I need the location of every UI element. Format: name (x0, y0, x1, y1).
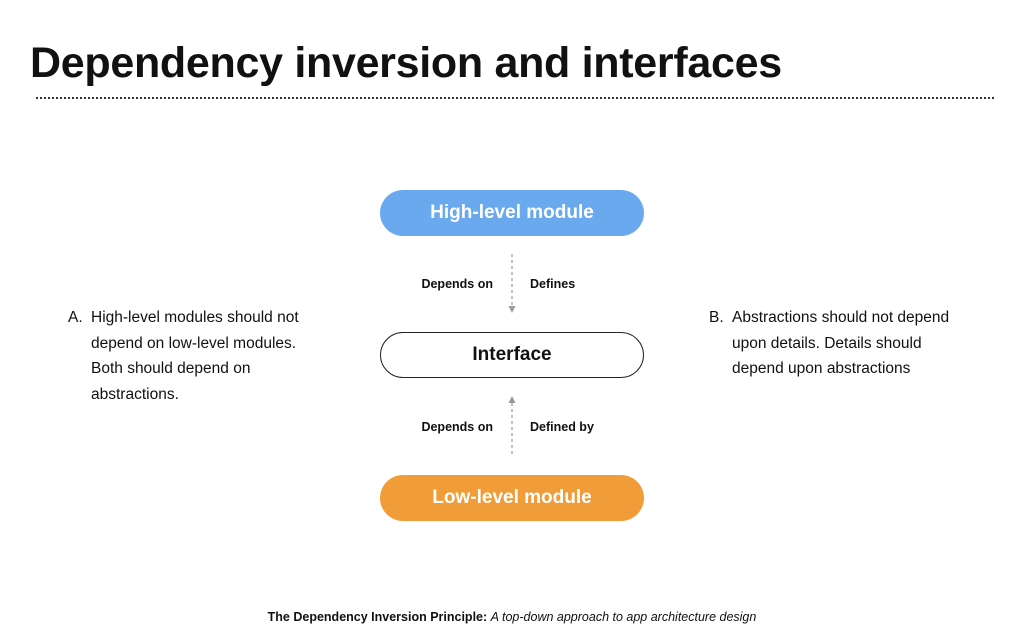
page-title: Dependency inversion and interfaces (30, 39, 782, 87)
defined-by-label: Defined by (530, 420, 594, 434)
interface-node: Interface (380, 332, 644, 378)
principle-b-marker: B. (709, 309, 724, 326)
lower-depends-on-label: Depends on (421, 420, 493, 434)
upper-dependency-arrow (508, 254, 516, 313)
high-level-module-node: High-level module (380, 190, 644, 236)
principle-b-text: Abstractions should not depend upon deta… (732, 309, 950, 377)
caption-bold: The Dependency Inversion Principle: (267, 610, 488, 624)
defines-label: Defines (530, 277, 576, 291)
title-divider (36, 97, 994, 99)
principle-b: B. Abstractions should not depend upon d… (709, 305, 957, 382)
upper-depends-on-label: Depends on (421, 277, 493, 291)
caption: The Dependency Inversion Principle: A to… (0, 610, 1024, 624)
lower-dependency-arrow (508, 396, 516, 457)
low-level-module-node: Low-level module (380, 475, 644, 521)
principle-a-text: High-level modules should not depend on … (91, 309, 299, 403)
principle-a-marker: A. (68, 309, 83, 326)
caption-italic: A top-down approach to app architecture … (490, 610, 757, 624)
principle-a: A. High-level modules should not depend … (68, 305, 316, 407)
